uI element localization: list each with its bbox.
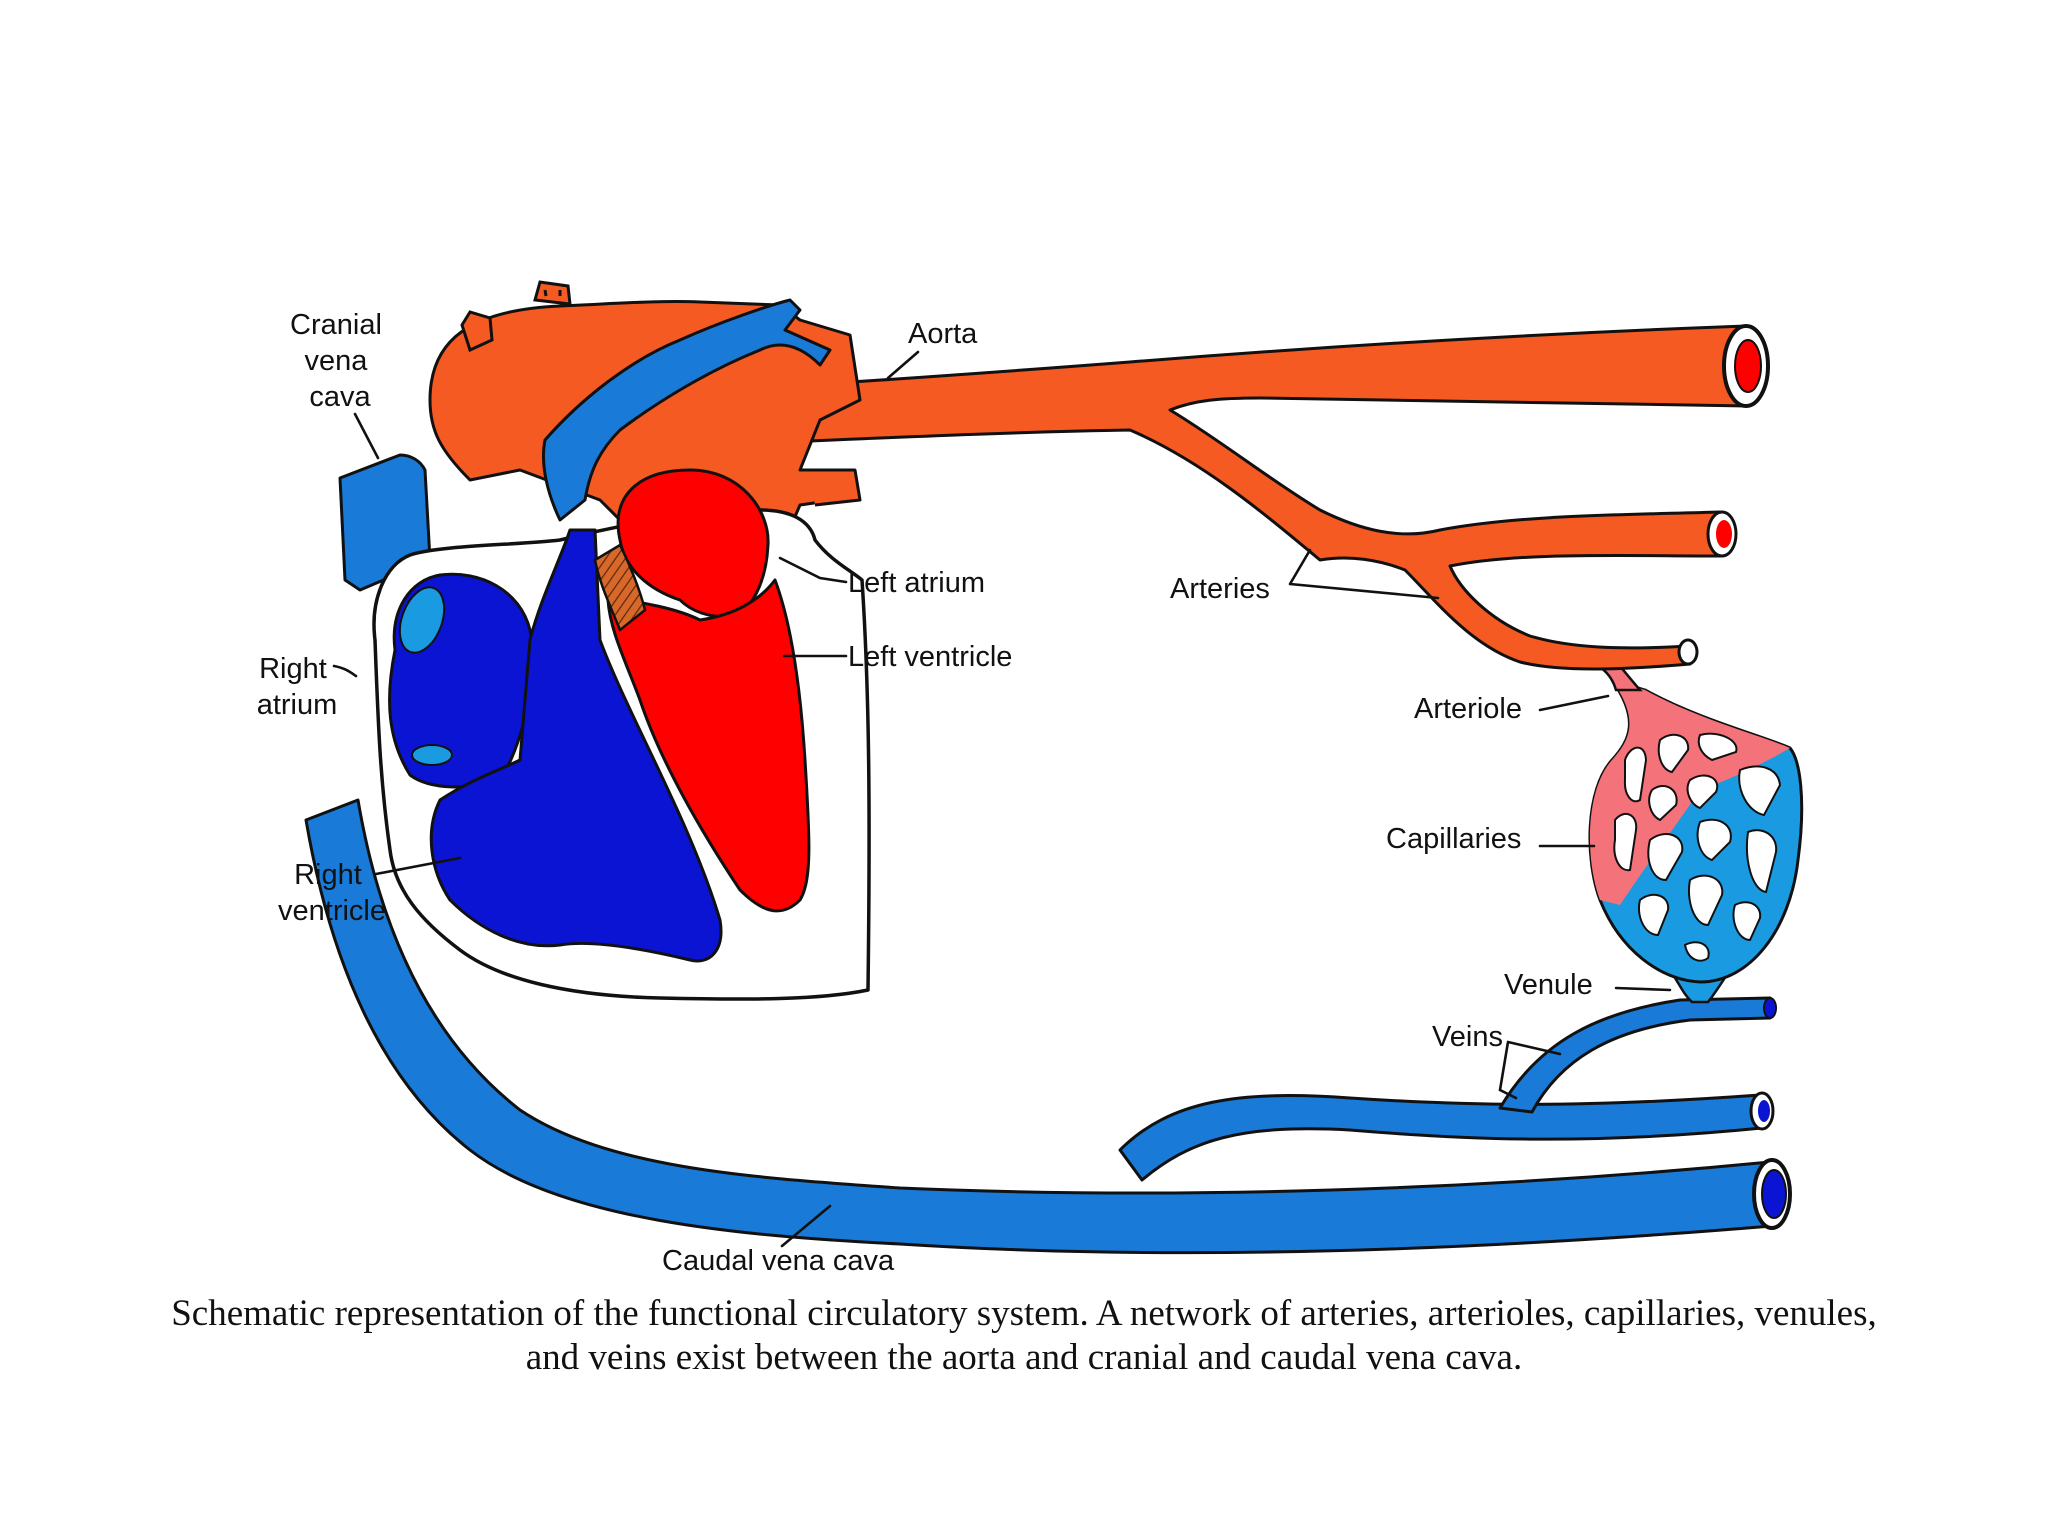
label-left-atrium: Left atrium	[848, 567, 985, 599]
label-caudal-vena-cava: Caudal vena cava	[662, 1245, 895, 1277]
leader-veins	[1498, 1040, 1562, 1100]
aortic-valve	[593, 543, 647, 633]
left-atrium	[616, 468, 770, 618]
label-aorta: Aorta	[908, 318, 978, 350]
label-capillaries: Capillaries	[1386, 823, 1521, 855]
figure-caption: Schematic representation of the function…	[171, 1293, 1877, 1378]
veins	[1118, 996, 1777, 1182]
caudal-vena-cava	[304, 798, 1792, 1255]
leader-arteriole	[1538, 694, 1610, 712]
leader-aorta	[886, 350, 920, 380]
label-right-atrium: Right atrium	[257, 653, 338, 721]
leader-venule	[1614, 986, 1672, 992]
label-veins: Veins	[1432, 1021, 1503, 1053]
leader-cranial-vena-cava	[353, 412, 380, 460]
label-left-ventricle: Left ventricle	[848, 641, 1012, 673]
leader-caudal-vena-cava	[780, 1204, 832, 1248]
right-ventricle	[429, 528, 723, 963]
label-right-ventricle: Right ventricle	[278, 859, 386, 927]
capillary-bed	[1588, 678, 1804, 984]
leader-right-ventricle	[374, 856, 462, 876]
aorta-and-arteries	[688, 324, 1770, 671]
pulmonary-trunk	[541, 298, 832, 522]
label-arteriole: Arteriole	[1414, 693, 1522, 725]
label-venule: Venule	[1504, 969, 1593, 1001]
label-arteries: Arteries	[1170, 573, 1270, 605]
leader-right-atrium	[332, 664, 358, 678]
leader-arteries	[1288, 548, 1440, 600]
left-ventricle	[606, 578, 811, 913]
heart	[372, 468, 871, 1001]
leader-left-atrium	[778, 556, 848, 584]
label-cranial-vena-cava: Cranial vena cava	[290, 309, 390, 413]
